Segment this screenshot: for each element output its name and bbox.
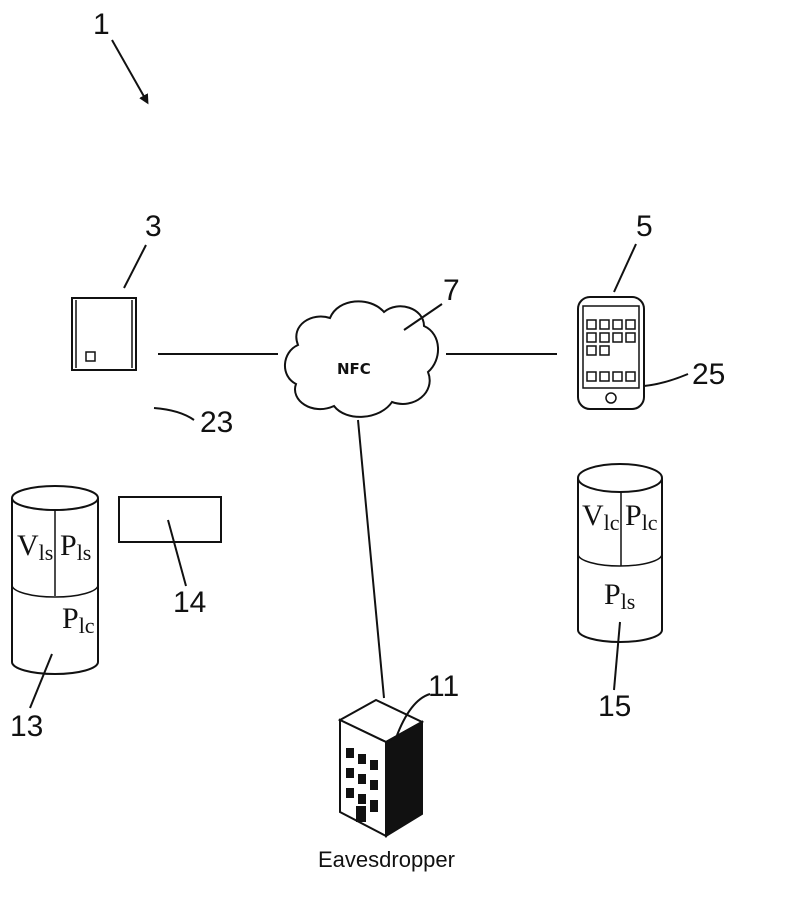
client-ref-label: 5 bbox=[636, 210, 653, 243]
module-leader-line bbox=[167, 519, 187, 587]
client-db-ref-label: 15 bbox=[598, 690, 631, 723]
server-db-vls: Vls bbox=[17, 529, 53, 565]
server-db-top bbox=[11, 485, 99, 511]
system-ref-label: 1 bbox=[93, 8, 110, 41]
screen-leader-line bbox=[643, 373, 689, 387]
building-side bbox=[385, 720, 423, 838]
client-db-pls: Pls bbox=[604, 578, 635, 614]
network-to-eavesdropper-link bbox=[357, 419, 385, 699]
network-leader-line bbox=[403, 303, 443, 331]
server-db-divider bbox=[11, 584, 99, 598]
server-database: Vls Pls Plc 13 bbox=[10, 485, 99, 743]
client-db-divider bbox=[577, 553, 663, 567]
server-chip-icon bbox=[85, 351, 96, 362]
server-db-ref-label: 13 bbox=[10, 710, 43, 743]
screen-ref-label: 25 bbox=[692, 358, 725, 391]
app-grid-icon bbox=[586, 319, 636, 382]
client-db-plc: Plc bbox=[625, 499, 658, 535]
link-ref-label: 23 bbox=[200, 406, 233, 439]
link-reference: 23 bbox=[153, 406, 233, 439]
server-db-plc: Plc bbox=[62, 602, 95, 638]
module-ref-label: 14 bbox=[173, 586, 206, 619]
client-leader-line bbox=[613, 243, 637, 293]
home-button-icon bbox=[605, 392, 617, 404]
phone-body bbox=[577, 296, 645, 410]
network-ref-label: 7 bbox=[443, 274, 460, 307]
eavesdropper-building: 11 Eavesdropper bbox=[318, 670, 459, 872]
server-leader-line bbox=[123, 244, 147, 289]
client-database: Vlc Plc Pls 15 bbox=[577, 463, 663, 723]
server-ref-label: 3 bbox=[145, 210, 162, 243]
server-db-pls: Pls bbox=[60, 529, 91, 565]
phone-screen bbox=[582, 305, 640, 389]
module-box bbox=[118, 496, 222, 543]
building-windows-icon bbox=[346, 748, 378, 822]
server-box bbox=[71, 297, 137, 371]
client-db-leader-line bbox=[613, 621, 621, 691]
client-smartphone: 5 25 bbox=[577, 210, 725, 410]
server-device: 3 bbox=[71, 210, 162, 371]
system-arrow bbox=[111, 39, 149, 105]
eavesdropper-ref-label: 11 bbox=[428, 670, 459, 703]
client-db-vlc: Vlc bbox=[582, 499, 620, 535]
system-reference: 1 bbox=[93, 8, 149, 105]
nfc-label: NFC bbox=[337, 360, 371, 378]
eavesdropper-leader-line bbox=[395, 693, 431, 739]
eavesdropper-caption: Eavesdropper bbox=[318, 847, 455, 872]
server-db-leader-line bbox=[29, 653, 53, 709]
server-module: 14 bbox=[118, 496, 222, 619]
client-db-top bbox=[577, 463, 663, 493]
nfc-cloud: NFC 7 bbox=[284, 274, 460, 418]
